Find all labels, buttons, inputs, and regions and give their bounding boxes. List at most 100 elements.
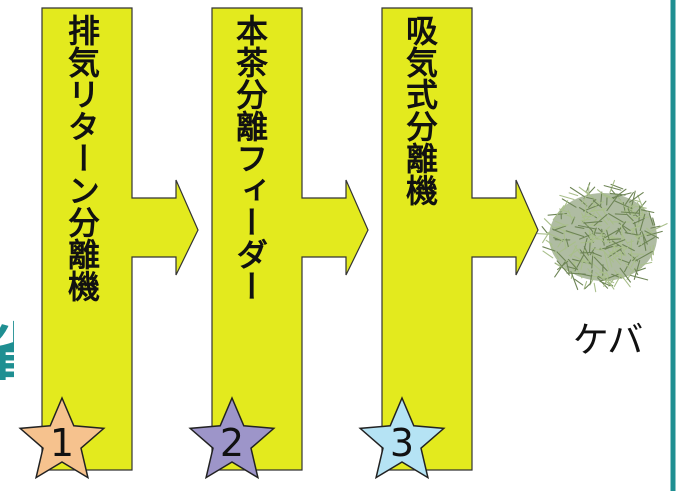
residue-fiber — [559, 208, 571, 214]
residue-fiber — [607, 248, 622, 258]
tea-residue-icon — [536, 179, 668, 293]
residue-fiber — [577, 224, 597, 230]
residue-fiber — [603, 194, 614, 200]
residue-fiber — [558, 241, 576, 254]
residue-fiber — [635, 267, 646, 272]
step-2-arrow — [211, 7, 369, 471]
residue-fiber — [613, 274, 622, 288]
residue-fiber — [640, 209, 655, 214]
residue-fiber — [600, 205, 610, 221]
residue-fiber — [634, 221, 638, 236]
residue-fiber — [562, 213, 575, 219]
residue-fiber — [608, 245, 625, 256]
residue-fiber — [624, 191, 634, 205]
residue-fiber — [604, 245, 613, 250]
residue-fiber — [590, 215, 601, 226]
residue-fiber — [581, 212, 595, 224]
residue-fiber — [641, 230, 648, 245]
residue-fiber — [572, 260, 592, 263]
step-2-star-icon — [188, 396, 276, 480]
step-1-arrow — [41, 7, 199, 471]
residue-fiber — [574, 226, 585, 229]
residue-fiber — [630, 254, 639, 268]
residue-fiber — [599, 191, 603, 208]
residue-fiber — [636, 231, 642, 245]
residue-fiber — [587, 268, 593, 275]
residue-fiber — [606, 238, 622, 241]
residue-fiber — [639, 261, 653, 266]
step-2-label: 本茶分離フィーダー — [231, 14, 269, 302]
residue-fiber — [620, 273, 631, 288]
residue-fiber — [541, 226, 548, 234]
residue-fiber — [614, 200, 633, 210]
residue-fiber — [627, 208, 631, 215]
residue-fiber — [585, 182, 591, 194]
residue-fiber — [642, 236, 647, 251]
residue-fiber — [563, 229, 567, 250]
residue-fiber — [631, 229, 643, 246]
step-1-label: 排気リターン分離機 — [63, 14, 101, 302]
residue-fiber — [651, 223, 668, 232]
step-3-star-icon — [358, 396, 446, 480]
residue-fiber — [652, 217, 656, 226]
residue-fiber — [589, 232, 606, 243]
cropped-edge-text: 省 — [0, 318, 14, 388]
residue-fiber — [628, 253, 639, 262]
residue-fiber — [599, 246, 614, 263]
residue-fiber — [556, 251, 567, 262]
residue-fiber — [592, 199, 603, 208]
residue-fiber — [607, 249, 622, 266]
residue-fiber — [581, 206, 598, 219]
residue-fiber — [580, 251, 595, 254]
residue-fiber — [585, 196, 597, 201]
residue-fiber — [580, 218, 591, 222]
residue-fiber — [591, 253, 594, 269]
residue-fiber — [566, 262, 570, 274]
residue-fiber — [579, 233, 594, 240]
residue-fiber — [600, 226, 611, 236]
residue-fiber — [589, 238, 603, 241]
residue-fiber — [565, 238, 569, 248]
residue-fiber — [543, 218, 554, 228]
residue-fiber — [556, 260, 570, 276]
residue-fiber — [605, 239, 626, 248]
residue-fiber — [593, 256, 608, 272]
step-1-number: 1 — [50, 421, 74, 465]
residue-fiber — [592, 252, 602, 257]
residue-fiber — [634, 233, 650, 237]
residue-fiber — [649, 246, 653, 261]
step-1-star-icon — [18, 396, 106, 480]
residue-fiber — [593, 213, 608, 227]
residue-fiber — [620, 223, 623, 243]
residue-fiber — [557, 240, 563, 248]
residue-fiber — [630, 274, 649, 281]
residue-fiber — [631, 221, 641, 234]
residue-fiber — [637, 194, 645, 212]
residue-fiber — [536, 233, 551, 235]
residue-fiber — [606, 196, 618, 212]
residue-fiber — [565, 230, 585, 238]
residue-fiber — [542, 246, 556, 252]
residue-fiber — [627, 240, 635, 244]
residue-fiber — [583, 220, 603, 224]
residue-fiber — [599, 271, 608, 275]
residue-fiber — [603, 185, 622, 191]
step-3-number: 3 — [390, 421, 414, 465]
residue-fiber — [648, 211, 654, 226]
residue-fiber — [554, 261, 566, 278]
residue-fiber — [634, 268, 639, 276]
residue-fiber — [590, 228, 595, 246]
residue-fiber — [617, 272, 625, 280]
residue-fiber — [551, 224, 569, 229]
residue-fiber — [578, 186, 596, 200]
residue-fiber — [620, 211, 640, 214]
residue-fiber — [566, 272, 586, 275]
residue-fiber — [591, 254, 602, 260]
residue-fiber — [646, 230, 663, 237]
residue-label: ケバ — [572, 320, 644, 361]
residue-fiber — [621, 225, 628, 234]
residue-fiber — [583, 280, 588, 290]
residue-fiber — [584, 282, 591, 290]
